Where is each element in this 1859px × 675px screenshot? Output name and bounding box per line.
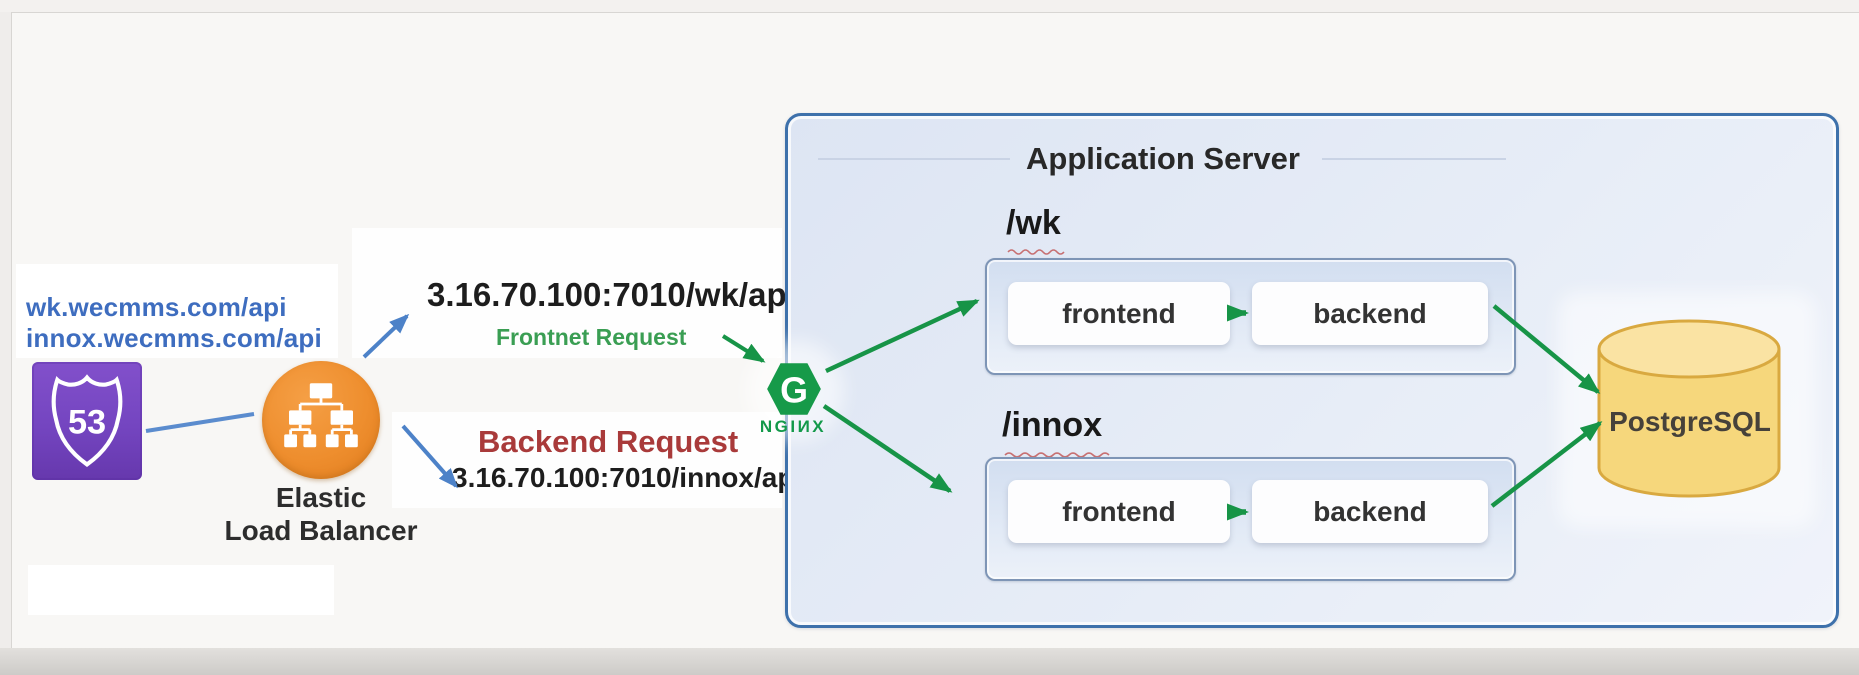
innox-endpoint-text: 3.16.70.100:7010/innox/api <box>452 462 803 493</box>
white-patch <box>16 264 338 358</box>
frontnet-request-label: Frontnet Request <box>496 324 687 350</box>
application-server-title: Application Server <box>1026 141 1300 176</box>
elastic-load-balancer-icon <box>262 361 380 479</box>
white-patch <box>28 565 334 615</box>
wk-endpoint-text: 3.16.70.100:7010/wk/api <box>427 276 796 313</box>
wk-squiggle-underline <box>1007 249 1065 255</box>
innox-frontend-box: frontend <box>1008 480 1230 543</box>
dns-url-list: wk.wecmms.com/api innox.wecmms.com/api <box>26 292 322 354</box>
wk-path-label: /wk <box>1006 204 1061 242</box>
title-dash-right <box>1322 158 1506 160</box>
route53-number: 53 <box>68 404 106 442</box>
elb-tree-icon <box>284 383 358 448</box>
wk-frontend-box: frontend <box>1008 282 1230 345</box>
route53-icon: 53 <box>32 362 142 480</box>
nginx-letter: G <box>780 370 808 410</box>
nginx-wordmark: NGIИX <box>759 417 827 436</box>
innox-path-label: /innox <box>1002 406 1103 444</box>
route53-shield-icon: 53 <box>51 374 123 467</box>
dns-url-innox: innox.wecmms.com/api <box>26 323 322 353</box>
elb-label: Elastic Load Balancer <box>224 482 418 546</box>
postgresql-label: PostgreSQL <box>1609 406 1771 437</box>
innox-squiggle-underline <box>1004 452 1110 458</box>
white-patch <box>352 228 782 358</box>
title-dash-left <box>818 158 1010 160</box>
innox-backend-box: backend <box>1252 480 1488 543</box>
nginx-icon: G <box>767 363 821 415</box>
dns-url-wk: wk.wecmms.com/api <box>26 292 287 322</box>
backend-request-label: Backend Request <box>478 424 739 459</box>
top-frame-band <box>0 0 1859 12</box>
wk-backend-box: backend <box>1252 282 1488 345</box>
postgresql-database-icon <box>1597 319 1781 498</box>
bottom-frame-band <box>0 648 1859 675</box>
